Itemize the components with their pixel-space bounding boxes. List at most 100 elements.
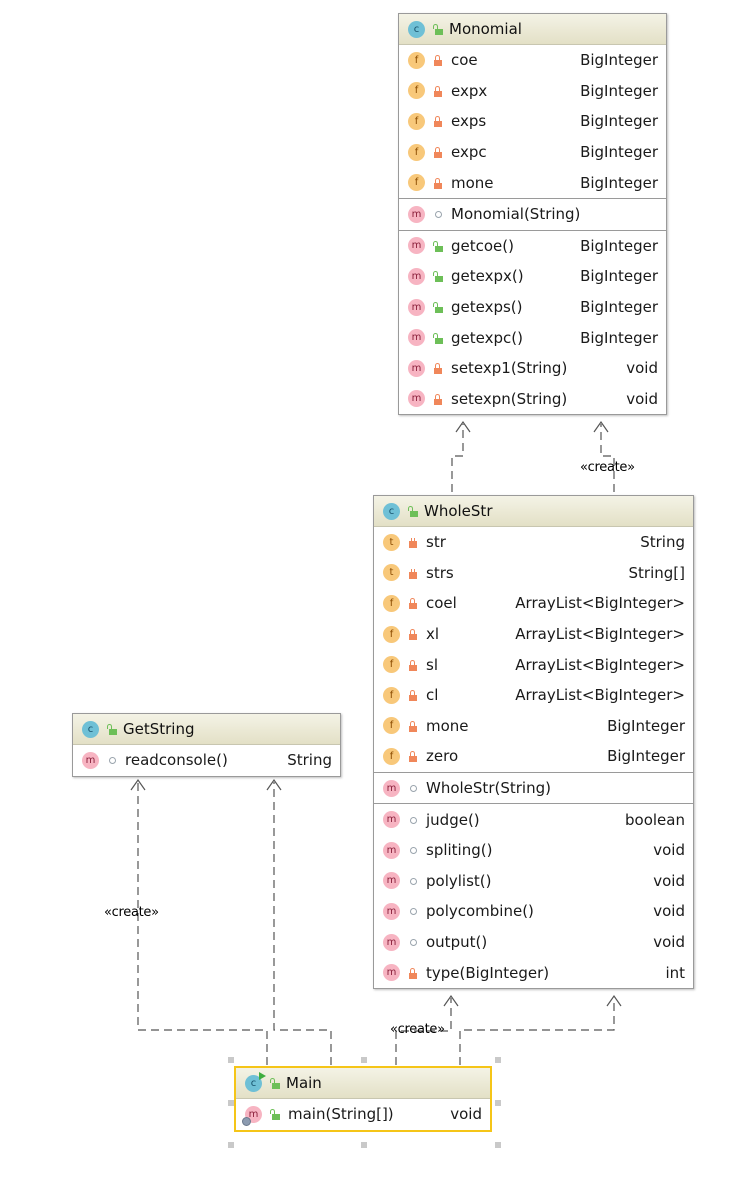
private-lock-icon — [408, 689, 418, 702]
field-type: BigInteger — [580, 51, 658, 70]
edge-wholestr-monomial-2[interactable] — [600, 424, 615, 492]
final-private-icon — [408, 536, 418, 549]
private-lock-icon — [408, 750, 418, 763]
method-icon: m — [408, 267, 425, 285]
final-private-icon — [408, 567, 418, 579]
resize-handle[interactable] — [495, 1142, 501, 1148]
method-icon: m — [383, 811, 400, 829]
method-icon: m — [408, 298, 425, 316]
class-name: Monomial — [449, 20, 522, 38]
static-marker-icon — [242, 1116, 251, 1126]
private-lock-icon — [433, 54, 443, 67]
field-name: cl — [426, 686, 439, 705]
field-type: BigInteger — [580, 112, 658, 131]
field-name: coel — [426, 594, 457, 613]
public-lock-icon — [270, 1077, 280, 1089]
class-name: Main — [286, 1074, 322, 1092]
method-name: getexpc() — [451, 328, 523, 347]
method-icon: m — [408, 329, 425, 347]
field-name: xl — [426, 625, 440, 644]
edge-wholestr-monomial-1[interactable] — [451, 424, 464, 492]
method-icon: m — [408, 237, 425, 255]
method-name: readconsole() — [125, 751, 228, 770]
method-row[interactable]: m judge() boolean — [374, 804, 693, 835]
edge-arrowhead — [606, 994, 622, 1007]
class-header[interactable]: c WholeStr — [374, 496, 693, 527]
static-method-icon: m — [242, 1105, 262, 1126]
public-lock-icon — [433, 240, 443, 252]
method-name: type(BigInteger) — [426, 963, 550, 982]
edge-main-getstring-2[interactable] — [273, 782, 332, 1065]
edge-main-getstring-1[interactable] — [137, 782, 268, 1065]
method-name: output() — [426, 933, 488, 952]
class-header[interactable]: c Monomial — [399, 14, 666, 45]
resize-handle[interactable] — [228, 1100, 234, 1106]
method-return-type: BigInteger — [580, 298, 658, 317]
method-name: polycombine() — [426, 902, 534, 921]
edge-arrowhead — [443, 994, 459, 1007]
resize-handle[interactable] — [495, 1100, 501, 1106]
resize-handle[interactable] — [361, 1142, 367, 1148]
resize-handle[interactable] — [361, 1057, 367, 1063]
method-return-type: void — [626, 359, 658, 378]
method-return-type: boolean — [625, 810, 685, 829]
method-name: judge() — [426, 810, 480, 829]
resize-handle[interactable] — [495, 1057, 501, 1063]
field-type: ArrayList<BigInteger> — [515, 594, 685, 613]
field-name: expx — [451, 81, 488, 100]
method-name: spliting() — [426, 841, 493, 860]
edge-arrowhead — [266, 778, 282, 791]
resize-handle[interactable] — [228, 1057, 234, 1063]
field-type: BigInteger — [607, 747, 685, 766]
public-lock-icon — [408, 505, 418, 517]
package-visibility-icon — [408, 936, 418, 948]
class-header[interactable]: c GetString — [73, 714, 340, 745]
private-lock-icon — [433, 146, 443, 159]
resize-handle[interactable] — [228, 1142, 234, 1148]
package-visibility-icon — [107, 754, 117, 766]
edge-main-wholestr-2[interactable] — [459, 998, 615, 1065]
method-return-type: void — [653, 871, 685, 890]
field-name: exps — [451, 112, 487, 131]
class-icon: c — [383, 502, 400, 520]
field-type: ArrayList<BigInteger> — [515, 686, 685, 705]
package-visibility-icon — [408, 905, 418, 917]
class-header[interactable]: c Main — [236, 1068, 490, 1099]
public-lock-icon — [433, 270, 443, 283]
